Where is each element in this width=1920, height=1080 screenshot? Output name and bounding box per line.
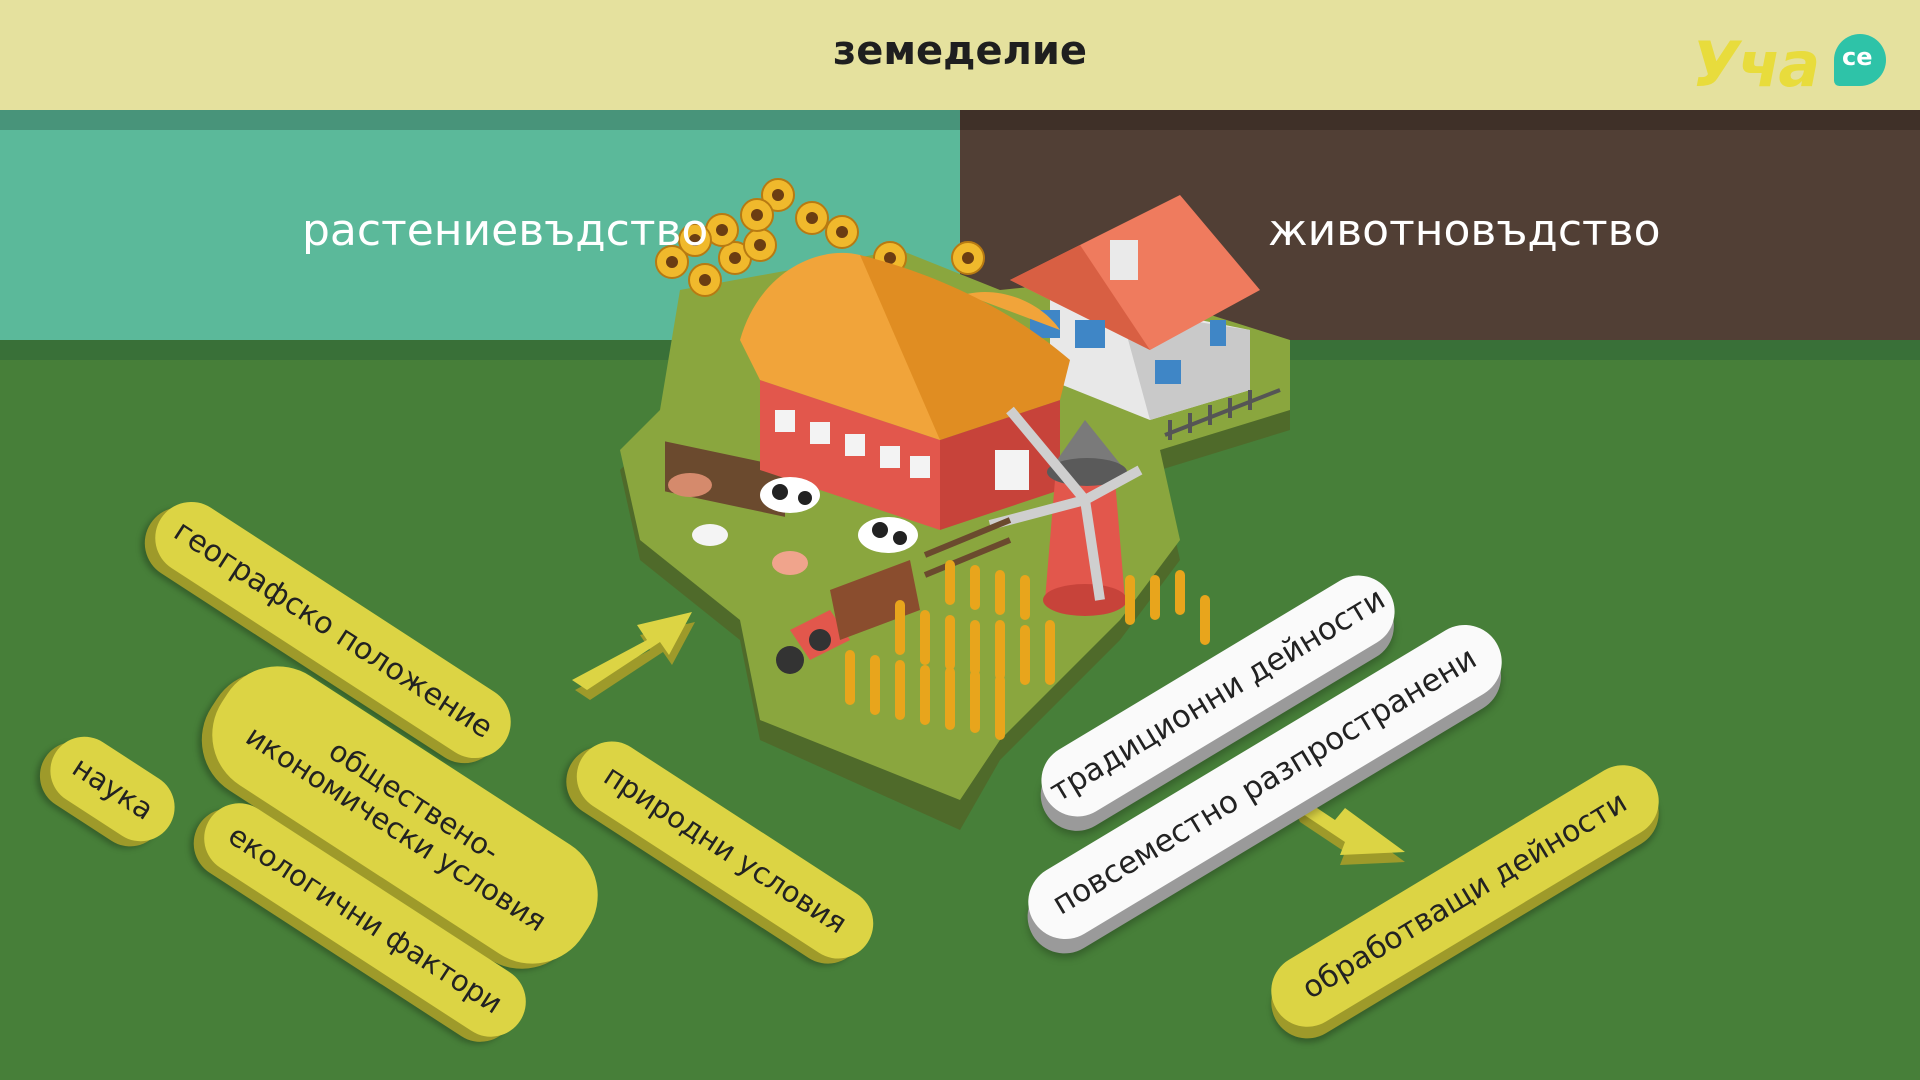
farm-animals [668, 473, 918, 575]
brand-logo: Уча се [1692, 28, 1892, 101]
label-livestock: животновъдство [1268, 205, 1661, 256]
logo-text: Уча [1692, 28, 1820, 101]
arrow-to-processing [1290, 790, 1405, 865]
page-title: земеделие [832, 28, 1088, 74]
sunflower-field [655, 178, 985, 517]
arrow-to-farm [572, 612, 695, 700]
tractor [776, 517, 1012, 674]
wheat-field [845, 560, 1210, 740]
header-bar [0, 0, 1920, 110]
farm-house [1010, 195, 1281, 440]
logo-bubble-icon: се [1834, 34, 1886, 86]
barn [740, 252, 1070, 530]
label-crop-farming: растениевъдство [302, 205, 709, 256]
logo-badge-text: се [1842, 43, 1873, 71]
